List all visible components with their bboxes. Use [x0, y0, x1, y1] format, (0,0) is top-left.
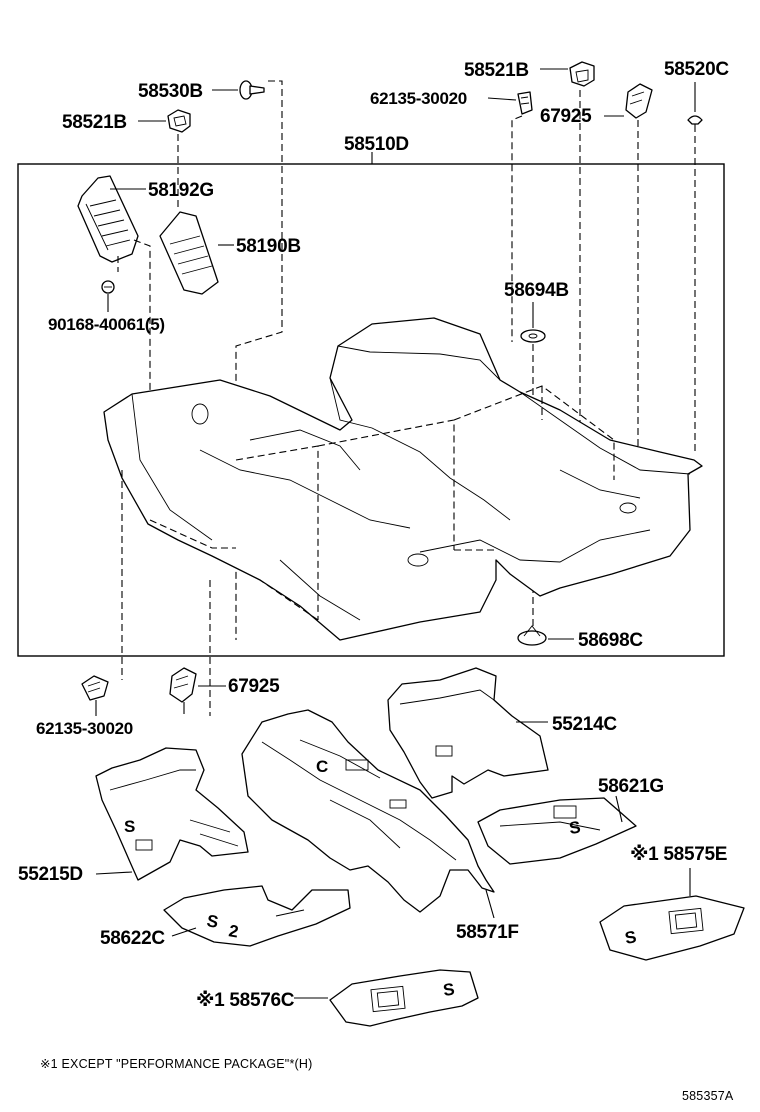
label-58622C: 58622C — [100, 928, 165, 949]
label-62135-bottom: 62135-30020 — [36, 719, 133, 738]
label-58576C: ※1 58576C — [196, 990, 295, 1011]
label-90168: 90168-40061(5) — [48, 315, 165, 334]
label-58575E: ※1 58575E — [630, 844, 727, 865]
drawing-number: 585357A — [682, 1089, 734, 1103]
label-55214C: 55214C — [552, 714, 617, 735]
svg-text:S: S — [205, 911, 219, 932]
label-58571F: 58571F — [456, 922, 519, 943]
label-58510D: 58510D — [344, 134, 409, 155]
insulator-55214C[interactable] — [387, 667, 549, 799]
label-58694B: 58694B — [504, 280, 569, 301]
insulator-58571F[interactable]: C — [241, 709, 495, 913]
clip-58530B[interactable] — [239, 80, 265, 100]
svg-text:S: S — [442, 980, 456, 1000]
svg-text:S: S — [568, 818, 582, 838]
label-62135-top: 62135-30020 — [370, 89, 467, 108]
label-58521B-top: 58521B — [464, 60, 529, 81]
retainer-62135-top[interactable] — [517, 91, 533, 115]
clip-58521B-top[interactable] — [569, 61, 595, 87]
svg-text:C: C — [316, 757, 328, 776]
label-67925-bottom: 67925 — [228, 676, 280, 697]
svg-text:2: 2 — [227, 921, 240, 941]
label-58530B: 58530B — [138, 81, 203, 102]
label-58520C: 58520C — [664, 59, 729, 80]
label-58698C: 58698C — [578, 630, 643, 651]
clip-58521B-left[interactable] — [167, 109, 191, 133]
footnote: ※1 EXCEPT "PERFORMANCE PACKAGE"*(H) — [40, 1057, 312, 1071]
mat-58622C[interactable]: S 2 — [163, 885, 351, 947]
grommet-58694B[interactable] — [520, 329, 546, 343]
retainer-62135-bottom[interactable] — [81, 675, 109, 701]
pad-58190B[interactable] — [159, 211, 219, 295]
svg-text:S: S — [124, 817, 135, 836]
clip-67925-bottom[interactable] — [169, 667, 197, 714]
svg-text:S: S — [623, 927, 637, 948]
label-55215D: 55215D — [18, 864, 83, 885]
label-58521B-left: 58521B — [62, 112, 127, 133]
pin-58520C[interactable] — [687, 115, 703, 132]
footrest-58192G[interactable] — [77, 175, 139, 263]
carpet-assembly-frame — [17, 163, 725, 657]
label-58621G: 58621G — [598, 776, 664, 797]
label-58190B: 58190B — [236, 236, 301, 257]
clip-67925-top[interactable] — [625, 83, 653, 119]
insulator-55215D[interactable]: S — [95, 747, 249, 881]
screw-90168[interactable] — [101, 280, 115, 294]
floor-carpet-58510D[interactable] — [103, 317, 703, 641]
mat-58576C[interactable]: S — [329, 969, 479, 1027]
mat-58575E[interactable]: S — [599, 895, 745, 961]
label-58192G: 58192G — [148, 180, 214, 201]
label-67925-top: 67925 — [540, 106, 592, 127]
mat-58621G[interactable]: S — [477, 797, 637, 865]
grommet-58698C[interactable] — [517, 625, 547, 646]
